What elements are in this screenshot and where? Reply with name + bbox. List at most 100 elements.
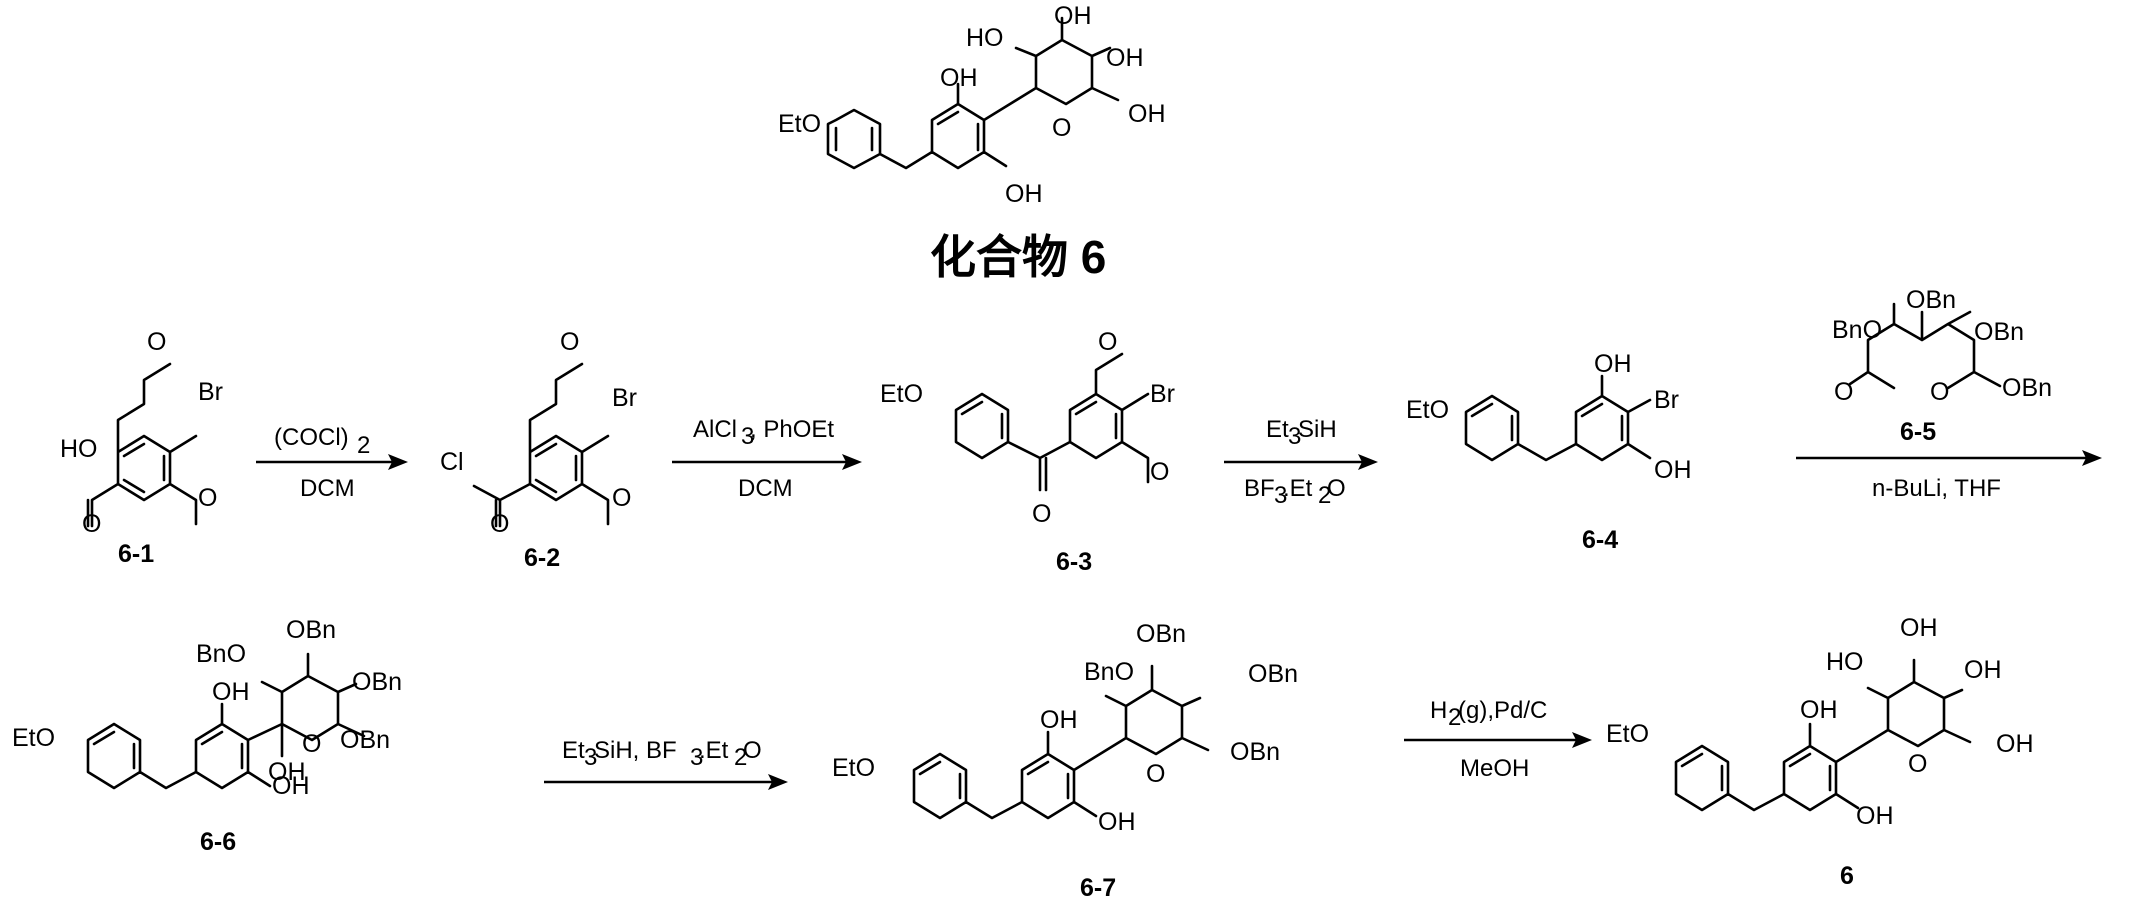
obn-label: OBn	[1136, 620, 1186, 648]
compound-id-6: 6	[1840, 862, 1854, 890]
o-methoxy-label: O	[612, 484, 631, 512]
o-carbonyl-label: O	[490, 510, 509, 538]
compound-id-6-7: 6-7	[1080, 874, 1116, 902]
eto-label: EtO	[12, 724, 55, 752]
o-ring-label: O	[1146, 760, 1165, 788]
reagent-label: BF	[1244, 475, 1275, 502]
reagent-label: AlCl	[693, 416, 737, 443]
compound-id-6-1: 6-1	[118, 540, 154, 568]
compound-id-6-6: 6-6	[200, 828, 236, 856]
oh-label: OH	[1106, 44, 1144, 72]
br-label: Br	[612, 384, 637, 412]
reaction-arrow-1: (COCl) 2 DCM	[256, 424, 408, 502]
obn-label: OBn	[2002, 374, 2052, 402]
compound-6-4-structure: EtO OH Br OH 6-4	[1406, 350, 1692, 554]
reagent-label: DCM	[738, 475, 793, 502]
eto-label: EtO	[1406, 396, 1449, 424]
reagent-label: Et	[1266, 416, 1289, 443]
o-methoxy-label: O	[198, 484, 217, 512]
o-ring-label: O	[302, 730, 321, 758]
compound-id-6-3: 6-3	[1056, 548, 1092, 576]
o-carbonyl-label: O	[1032, 500, 1051, 528]
compound-6-top-structure: EtO O HO OH OH OH OH OH 化合物 6	[778, 2, 1166, 283]
reaction-arrow-2: AlCl 3 , PhOEt DCM	[672, 416, 862, 502]
eto-label: EtO	[778, 110, 821, 138]
o-ring-label: O	[1930, 378, 1949, 406]
compound-6-title: 化合物 6	[930, 231, 1106, 283]
bno-label: BnO	[1084, 658, 1134, 686]
compound-id-6-5: 6-5	[1900, 418, 1936, 446]
oh-label: OH	[1800, 696, 1838, 724]
br-label: Br	[198, 378, 223, 406]
oh-label: OH	[1856, 802, 1894, 830]
reagent-label: n-BuLi, THF	[1872, 475, 2001, 502]
obn-label: OBn	[1248, 660, 1298, 688]
o-methoxy-label: O	[1150, 458, 1169, 486]
compound-6-2-structure: Cl O Br O O 6-2	[440, 328, 637, 572]
reagent-label: SiH, BF	[594, 737, 677, 764]
obn-label: OBn	[1974, 318, 2024, 346]
oh-label: OH	[212, 678, 250, 706]
eto-label: EtO	[880, 380, 923, 408]
compound-6-5-structure: O O BnO OBn OBn OBn 6-5	[1832, 286, 2052, 446]
compound-id-6-4: 6-4	[1582, 526, 1618, 554]
br-label: Br	[1150, 380, 1175, 408]
bno-label: BnO	[1832, 316, 1882, 344]
reaction-arrow-5: Et 3 SiH, BF 3 .Et 2 O	[544, 737, 788, 790]
reagent-label: DCM	[300, 475, 355, 502]
eto-label: EtO	[1606, 720, 1649, 748]
oh-label: OH	[1128, 100, 1166, 128]
oh-label: OH	[1964, 656, 2002, 684]
compound-6-6-structure: EtO OH OH OH O BnO OBn OBn OBn 6-6	[12, 616, 402, 856]
obn-label: OBn	[340, 726, 390, 754]
reaction-arrow-6: H 2 (g),Pd/C MeOH	[1404, 697, 1592, 782]
o-ring-label: O	[1908, 750, 1927, 778]
oh-label: OH	[268, 758, 306, 786]
o-carbonyl-label: O	[82, 510, 101, 538]
compound-6-7-structure: EtO OH OH O BnO OBn OBn OBn 6-7	[832, 620, 1298, 902]
compound-6-3-structure: EtO O Br O O 6-3	[880, 328, 1175, 576]
ho-label: HO	[966, 24, 1004, 52]
obn-label: OBn	[352, 668, 402, 696]
reagent-label: (g),Pd/C	[1458, 697, 1547, 724]
bno-label: BnO	[196, 640, 246, 668]
cl-label: Cl	[440, 448, 464, 476]
oh-label: OH	[1996, 730, 2034, 758]
compound-6-1-structure: HO O Br O O 6-1	[60, 328, 223, 568]
reagent-label: O	[1327, 475, 1346, 502]
oh-label: OH	[940, 64, 978, 92]
eto-label: EtO	[832, 754, 875, 782]
reagent-label: .Et	[699, 737, 729, 764]
reagent-label: , PhOEt	[750, 416, 834, 443]
compound-id-6-2: 6-2	[524, 544, 560, 572]
reagent-label: O	[743, 737, 762, 764]
reagent-label: Et	[562, 737, 585, 764]
compound-6-product-structure: EtO OH OH O HO OH OH OH 6	[1606, 614, 2034, 890]
reaction-arrow-4: n-BuLi, THF	[1796, 450, 2102, 502]
oh-label: OH	[1594, 350, 1632, 378]
reagent-label: (COCl)	[274, 424, 349, 451]
ho-label: HO	[1826, 648, 1864, 676]
reaction-arrow-3: Et 3 SiH BF 3 .Et 2 O	[1224, 416, 1378, 509]
o-carbonyl-label: O	[1834, 378, 1853, 406]
obn-label: OBn	[286, 616, 336, 644]
oh-label: OH	[1040, 706, 1078, 734]
oh-label: OH	[1900, 614, 1938, 642]
o-methoxy-label: O	[147, 328, 166, 356]
reagent-label: SiH	[1298, 416, 1337, 443]
reagent-label: 2	[357, 432, 370, 459]
o-ring-label: O	[1052, 114, 1071, 142]
oh-label: OH	[1654, 456, 1692, 484]
oh-label: OH	[1098, 808, 1136, 836]
oh-label: OH	[1005, 180, 1043, 208]
reagent-label: H	[1430, 697, 1447, 724]
o-methoxy-label: O	[560, 328, 579, 356]
reagent-label: MeOH	[1460, 755, 1529, 782]
oh-label: OH	[1054, 2, 1092, 30]
o-methoxy-label: O	[1098, 328, 1117, 356]
reagent-label: .Et	[1283, 475, 1313, 502]
br-label: Br	[1654, 386, 1679, 414]
obn-label: OBn	[1906, 286, 1956, 314]
ho-label: HO	[60, 435, 98, 463]
